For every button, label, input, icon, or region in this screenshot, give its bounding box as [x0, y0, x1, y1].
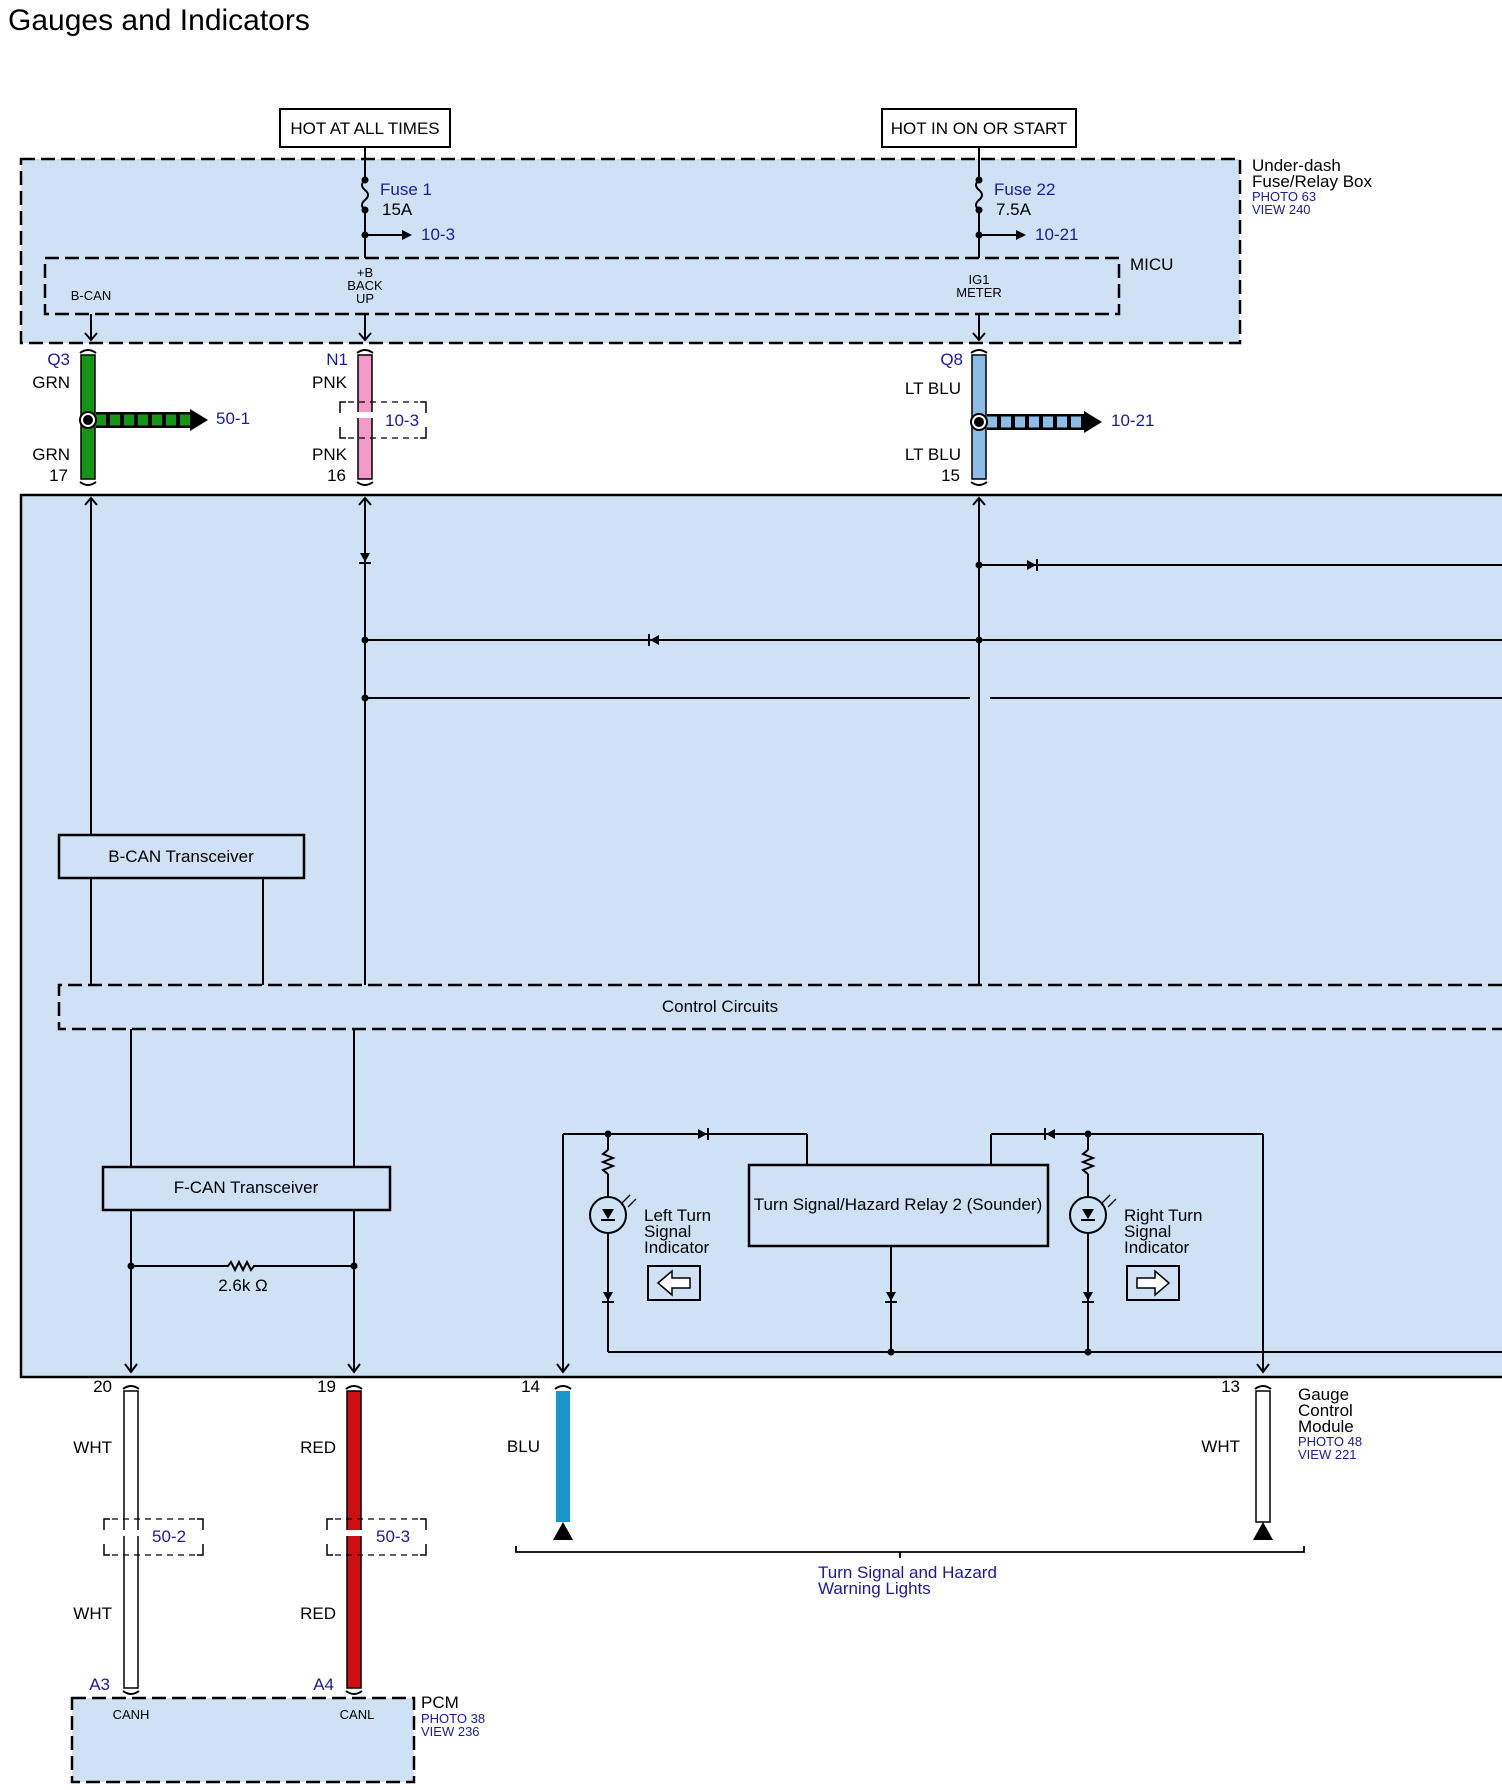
wire-lt-blu-color-bottom: LT BLU	[905, 445, 961, 464]
resistor-value: 2.6k Ω	[218, 1276, 268, 1295]
conn-q8: Q8	[940, 350, 963, 369]
internal-wiring-top	[84, 496, 1502, 985]
bcan-transceiver	[57, 833, 306, 880]
wire-pnk-ref[interactable]: 10-3	[385, 411, 419, 430]
micu-ig1-1: IG1	[969, 272, 990, 287]
gauge-module-name-2: Control	[1298, 1401, 1353, 1420]
conn-a4: A4	[313, 1675, 334, 1694]
left-indicator-label-1: Left Turn	[644, 1206, 711, 1225]
fuse-box-name-2: Fuse/Relay Box	[1252, 172, 1372, 191]
pcm-box	[70, 1696, 416, 1784]
fcan-transceiver	[101, 1165, 392, 1212]
fuse-1-rating: 15A	[382, 200, 413, 219]
micu-backup-1: +B	[357, 265, 373, 280]
wire-grn[interactable]	[79, 349, 208, 486]
right-indicator-label-1: Right Turn	[1124, 1206, 1202, 1225]
wire-grn-color-top: GRN	[32, 373, 70, 392]
wire-grn-ref[interactable]: 50-1	[216, 409, 250, 428]
wire-grn-color-bottom: GRN	[32, 445, 70, 464]
turn-signal-bracket	[515, 1546, 1305, 1558]
right-arrow-icon	[1126, 1265, 1180, 1301]
pin-19: 19	[317, 1377, 336, 1396]
wire-pnk-color-bottom: PNK	[312, 445, 348, 464]
wire-wht-turn-color: WHT	[1201, 1437, 1240, 1456]
gauge-module-view: VIEW 221	[1298, 1447, 1357, 1462]
svg-text:F-CAN Transceiver: F-CAN Transceiver	[174, 1178, 319, 1197]
left-indicator-label-2: Signal	[644, 1222, 691, 1241]
wire-pnk[interactable]	[339, 349, 427, 486]
right-indicator-label-2: Signal	[1124, 1222, 1171, 1241]
gauge-module-photo: PHOTO 48	[1298, 1434, 1362, 1449]
control-circuits	[57, 983, 1502, 1031]
wire-wht-turn[interactable]	[1253, 1385, 1273, 1540]
pin-20: 20	[93, 1377, 112, 1396]
wire-red-canl-color-top: RED	[300, 1438, 336, 1457]
gauge-module-name-1: Gauge	[1298, 1385, 1349, 1404]
svg-text:B-CAN Transceiver: B-CAN Transceiver	[108, 847, 254, 866]
wire-blu[interactable]	[553, 1385, 573, 1540]
conn-n1: N1	[326, 350, 348, 369]
wire-red-canl[interactable]	[326, 1385, 427, 1695]
fuse-1-ref[interactable]: 10-3	[421, 225, 455, 244]
micu-ig1-2: METER	[956, 285, 1002, 300]
wire-red-canl-ref[interactable]: 50-3	[376, 1527, 410, 1546]
fuse-box-photo: PHOTO 63	[1252, 189, 1316, 204]
wire-blu-color: BLU	[507, 1437, 540, 1456]
gauge-module-name-3: Module	[1298, 1417, 1354, 1436]
micu-backup-2: BACK	[347, 278, 383, 293]
left-arrow-icon	[647, 1265, 701, 1301]
svg-text:Control Circuits: Control Circuits	[662, 997, 778, 1016]
pcm-canl: CANL	[340, 1707, 375, 1722]
conn-q3: Q3	[47, 350, 70, 369]
fuse-relay-box	[19, 157, 1242, 345]
fuse-box-view: VIEW 240	[1252, 202, 1311, 217]
turn-signal-relay	[747, 1163, 1050, 1248]
wire-wht-canh-color-bottom: WHT	[73, 1604, 112, 1623]
micu-box	[43, 256, 1121, 316]
page-title: Gauges and Indicators	[8, 4, 310, 37]
wire-red-canl-color-bottom: RED	[300, 1604, 336, 1623]
pcm-view: VIEW 236	[421, 1724, 480, 1739]
pcm-canh: CANH	[113, 1707, 150, 1722]
fuse-box-name-1: Under-dash	[1252, 156, 1341, 175]
turn-signal-ref-1[interactable]: Turn Signal and Hazard	[818, 1563, 997, 1582]
micu-output-arrows	[84, 314, 986, 342]
left-indicator-label-3: Indicator	[644, 1238, 710, 1257]
fuse-22-name: Fuse 22	[994, 180, 1055, 199]
turn-signal-circuit	[556, 1128, 1502, 1374]
turn-signal-ref-2[interactable]: Warning Lights	[818, 1579, 931, 1598]
gauge-control-module	[19, 493, 1502, 1379]
pin-14: 14	[521, 1377, 540, 1396]
pin-17: 17	[49, 466, 68, 485]
micu-bcan: B-CAN	[71, 288, 111, 303]
hot-in-on-or-start-label: HOT IN ON OR START	[881, 108, 1077, 148]
pcm-name: PCM	[421, 1693, 459, 1712]
pin-13: 13	[1221, 1377, 1240, 1396]
pcm-photo: PHOTO 38	[421, 1711, 485, 1726]
wire-wht-canh[interactable]	[103, 1385, 204, 1695]
svg-text:HOT AT ALL TIMES: HOT AT ALL TIMES	[290, 119, 439, 138]
wire-lt-blu-ref[interactable]: 10-21	[1111, 411, 1154, 430]
wire-pnk-color-top: PNK	[312, 373, 348, 392]
svg-text:HOT IN ON OR START: HOT IN ON OR START	[891, 119, 1068, 138]
wire-wht-canh-ref[interactable]: 50-2	[152, 1527, 186, 1546]
wire-lt-blu-color-top: LT BLU	[905, 379, 961, 398]
right-indicator-label-3: Indicator	[1124, 1238, 1190, 1257]
fuse-22	[975, 147, 1026, 258]
pin-16: 16	[327, 466, 346, 485]
svg-text:Turn Signal/Hazard Relay 2 (So: Turn Signal/Hazard Relay 2 (Sounder)	[754, 1195, 1043, 1214]
wire-wht-canh-color-top: WHT	[73, 1438, 112, 1457]
micu-label: MICU	[1130, 255, 1173, 274]
pin-15: 15	[941, 466, 960, 485]
canbus-resistor	[124, 1210, 361, 1374]
fuse-1	[361, 147, 412, 258]
fuse-22-ref[interactable]: 10-21	[1035, 225, 1078, 244]
fuse-1-name: Fuse 1	[380, 180, 432, 199]
hot-at-all-times-label: HOT AT ALL TIMES	[279, 108, 451, 148]
conn-a3: A3	[89, 1675, 110, 1694]
wire-lt-blu[interactable]	[970, 349, 1102, 486]
fuse-22-rating: 7.5A	[996, 200, 1032, 219]
micu-backup-3: UP	[356, 291, 374, 306]
